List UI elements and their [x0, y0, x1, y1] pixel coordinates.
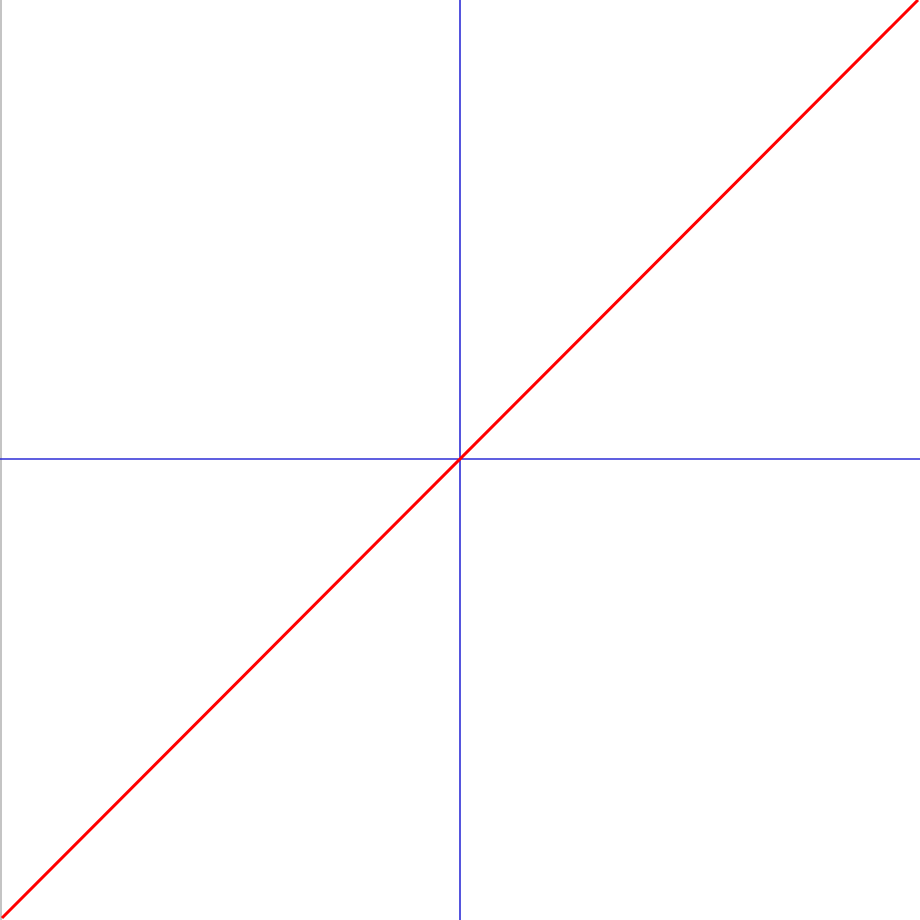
plot-canvas	[0, 0, 920, 920]
series-layer	[0, 0, 920, 920]
series-line-1	[0, 0, 920, 920]
plot-area	[0, 0, 920, 920]
